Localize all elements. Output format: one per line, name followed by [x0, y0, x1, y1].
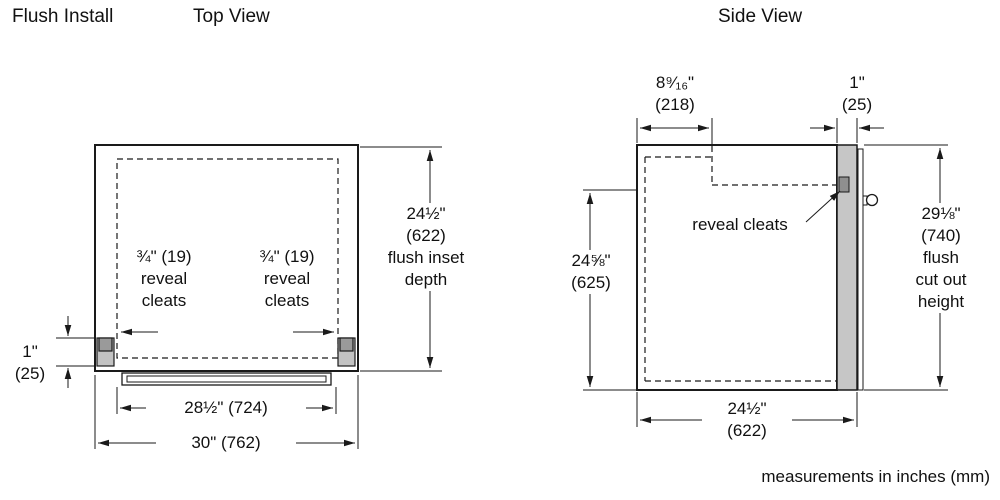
door-front-strip	[857, 148, 864, 391]
dim-label-left-height: 24⅝" (625)	[551, 250, 631, 294]
dim-label-door-thickness: 1" (25)	[841, 73, 873, 114]
side-cavity-dashed	[644, 146, 836, 382]
oven-door-panel	[836, 144, 858, 391]
side-view-title: Side View	[718, 6, 803, 27]
dim-label-cutout-height: 29⅛" (740) flush cut out height	[894, 203, 988, 313]
side-cabinet-outline	[636, 144, 838, 391]
dim-label-reveal-cleats-left: ¾" (19) reveal cleats	[136, 247, 192, 310]
dim-label-outer-width: 30" (762)	[156, 432, 296, 454]
side-view-dimensions	[583, 118, 948, 427]
dim-label-flush-inset-depth: 24½" (622) flush inset depth	[368, 203, 484, 291]
page-title: Flush Install	[12, 6, 114, 27]
door-reveal-cleat	[838, 176, 850, 193]
top-view-outer-frame	[94, 144, 359, 372]
dim-label-inner-width: 28½" (724)	[146, 397, 306, 419]
side-view-drawing	[636, 144, 879, 391]
door-handle-knob	[862, 193, 879, 207]
reveal-cleats-leader-arrow	[805, 190, 841, 223]
top-view-drawing	[94, 144, 359, 386]
dim-label-cleat-thickness: 1" (25)	[14, 342, 46, 383]
measurement-units-note: measurements in inches (mm)	[761, 467, 990, 486]
front-trim	[121, 372, 332, 386]
top-view-opening-dashed	[116, 158, 339, 359]
right-reveal-cleat	[337, 337, 356, 367]
dim-label-reveal-cleats-right: ¾" (19) reveal cleats	[259, 247, 315, 310]
left-reveal-cleat	[96, 337, 115, 367]
callout-reveal-cleats: reveal cleats	[692, 215, 788, 234]
dim-label-top-depth: 8⁹⁄₁₆" (218)	[655, 73, 695, 114]
top-view-title: Top View	[193, 6, 270, 27]
dim-label-bottom-depth: 24½" (622)	[702, 398, 792, 442]
